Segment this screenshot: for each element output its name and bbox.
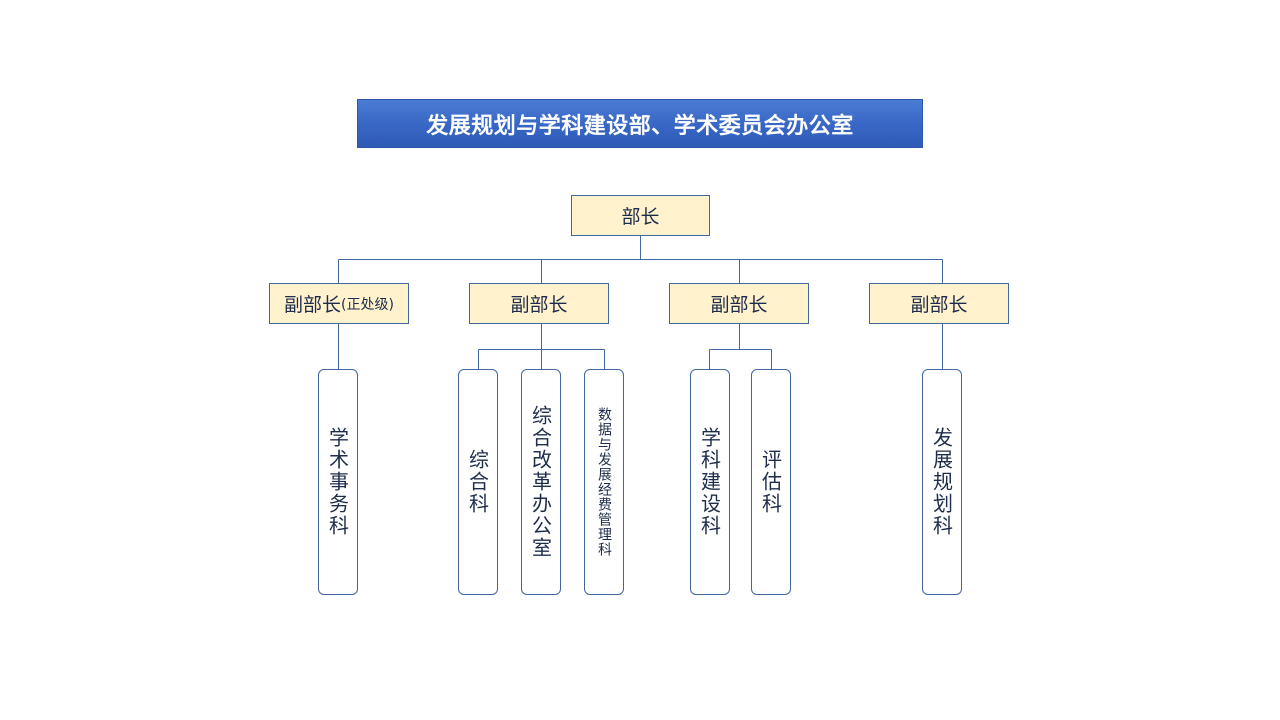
section-label: 综合科 bbox=[465, 449, 490, 515]
deputy-node-2: 副部长 bbox=[469, 283, 609, 324]
deputy-rank-note: (正处级) bbox=[341, 296, 394, 313]
section-development-planning: 发展规划科 bbox=[922, 369, 962, 595]
deputy-label: 副部长 bbox=[284, 294, 342, 316]
section-academic-affairs: 学术事务科 bbox=[318, 369, 358, 595]
section-data-funding: 数据与发展经费管理科 bbox=[584, 369, 624, 595]
section-reform-office: 综合改革办公室 bbox=[521, 369, 561, 595]
section-label: 综合改革办公室 bbox=[528, 405, 553, 559]
section-label: 评估科 bbox=[758, 449, 783, 515]
section-label: 发展规划科 bbox=[929, 427, 954, 537]
deputy-node-3: 副部长 bbox=[669, 283, 809, 324]
chart-title: 发展规划与学科建设部、学术委员会办公室 bbox=[357, 99, 923, 148]
section-general: 综合科 bbox=[458, 369, 498, 595]
section-discipline-construction: 学科建设科 bbox=[690, 369, 730, 595]
section-label: 学术事务科 bbox=[325, 427, 350, 537]
section-evaluation: 评估科 bbox=[751, 369, 791, 595]
deputy-node-4: 副部长 bbox=[869, 283, 1009, 324]
head-label: 部长 bbox=[621, 206, 660, 228]
head-node: 部长 bbox=[571, 195, 710, 236]
section-label: 学科建设科 bbox=[697, 427, 722, 537]
deputy-label: 副部长 bbox=[710, 294, 768, 316]
deputy-node-1: 副部长(正处级) bbox=[269, 283, 409, 324]
deputy-label: 副部长 bbox=[910, 294, 968, 316]
section-label: 数据与发展经费管理科 bbox=[596, 407, 612, 557]
deputy-label: 副部长 bbox=[510, 294, 568, 316]
